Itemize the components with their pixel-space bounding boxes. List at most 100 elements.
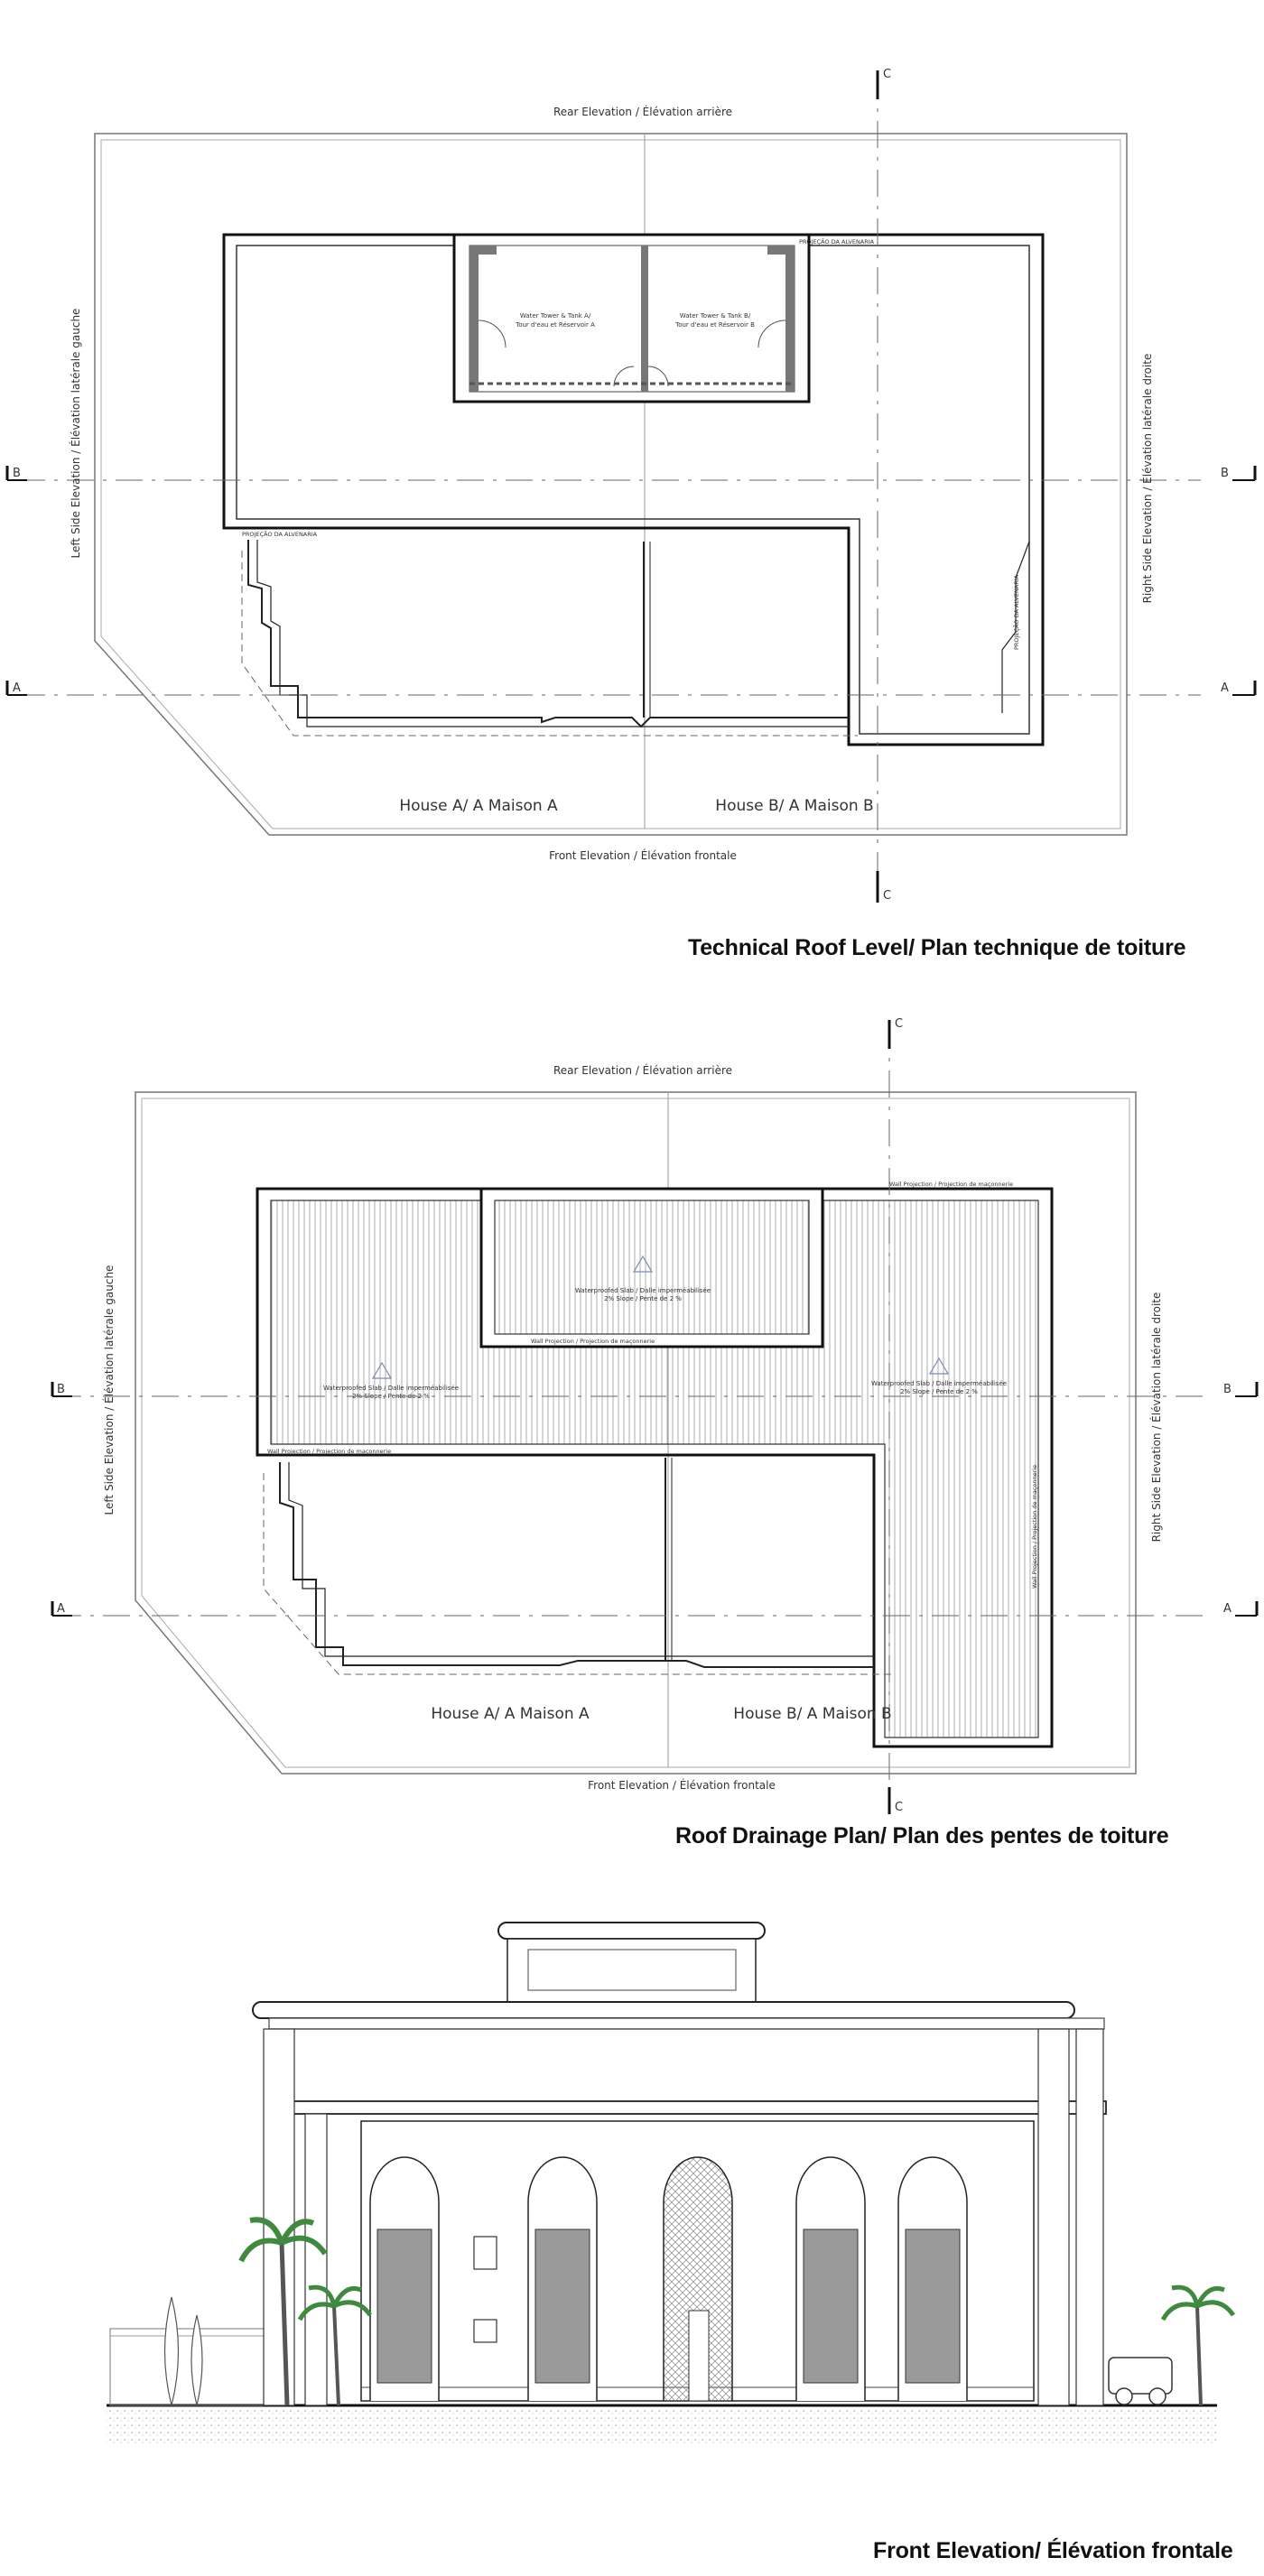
technical-roof-plan: Water Tower & Tank A/ Tour d'eau et Rése… bbox=[0, 0, 1264, 975]
site-boundary bbox=[94, 133, 1128, 836]
house-outline-inner bbox=[288, 1462, 874, 1657]
ground bbox=[107, 2405, 1217, 2446]
plan-title: Roof Drainage Plan/ Plan des pentes de t… bbox=[675, 1823, 1169, 1849]
section-marker-c-bottom: C bbox=[888, 1787, 903, 1814]
left-elevation-label: Left Side Elevation / Élévation latérale… bbox=[102, 1265, 116, 1515]
tank-a-label: Water Tower & Tank A/ bbox=[520, 312, 591, 320]
section-marker-c-top: C bbox=[876, 68, 891, 99]
plan-title: Technical Roof Level/ Plan technique de … bbox=[688, 935, 1186, 960]
roof-slab-hatch bbox=[271, 1200, 1038, 1737]
column-left bbox=[263, 2028, 295, 2406]
svg-text:A: A bbox=[57, 1602, 65, 1616]
arched-window bbox=[795, 2156, 866, 2401]
wall-projection-label: Wall Projection / Projection de maçonner… bbox=[267, 1448, 391, 1455]
tank-wall-right bbox=[785, 246, 795, 392]
cypress-tree bbox=[163, 2296, 203, 2406]
water-tower-box bbox=[452, 233, 811, 403]
elevation-title: Front Elevation/ Élévation frontale bbox=[873, 2538, 1233, 2563]
site-boundary-inner bbox=[100, 139, 1121, 829]
house-outline-inner bbox=[256, 540, 849, 727]
column bbox=[1037, 2028, 1070, 2406]
wall-projection-label: Wall Projection / Projection de maçonner… bbox=[889, 1181, 1013, 1188]
arched-window bbox=[897, 2156, 968, 2401]
car bbox=[1108, 2357, 1173, 2405]
section-marker-b-right: B bbox=[1221, 466, 1257, 481]
svg-text:B: B bbox=[57, 1383, 65, 1396]
slope-marker bbox=[371, 1361, 393, 1379]
front-elevation-label: Front Elevation / Élévation frontale bbox=[549, 848, 737, 862]
house-a-label: House A/ A Maison A bbox=[399, 797, 558, 815]
water-tower-elev bbox=[507, 1938, 757, 2003]
section-marker-b-left: B bbox=[51, 1382, 72, 1397]
slab-slope-label: 2% Slope / Pente de 2 % bbox=[604, 1295, 682, 1302]
roof-parapet bbox=[236, 245, 1030, 735]
svg-text:C: C bbox=[895, 1801, 903, 1814]
small-window bbox=[473, 2319, 497, 2343]
tank-wall-corner bbox=[479, 246, 497, 255]
svg-text:C: C bbox=[883, 889, 891, 903]
section-marker-b-right: B bbox=[1223, 1382, 1259, 1397]
cornice-band bbox=[268, 2017, 1105, 2030]
left-elevation-label: Left Side Elevation / Élévation latérale… bbox=[69, 309, 82, 559]
roof-drainage-plan: Waterproofed Slab / Dalle imperméabilisé… bbox=[0, 1011, 1264, 1913]
main-cornice bbox=[252, 2001, 1075, 2019]
svg-text:A: A bbox=[1221, 681, 1229, 695]
house-outline bbox=[279, 1462, 874, 1668]
tank-b-label: Tour d'eau et Réservoir B bbox=[674, 321, 755, 329]
section-marker-a-left: A bbox=[5, 681, 27, 696]
slab-label: Waterproofed Slab / Dalle imperméabilisé… bbox=[575, 1287, 711, 1294]
house-b-label: House B/ A Maison B bbox=[715, 797, 873, 815]
slab-slope-label: 2% Slope / Pente de 2 % bbox=[900, 1388, 978, 1395]
palm-tree bbox=[297, 2284, 373, 2406]
palm-tree bbox=[238, 2217, 328, 2406]
tank-a-label: Tour d'eau et Réservoir A bbox=[515, 321, 595, 329]
section-marker-c-bottom: C bbox=[876, 871, 891, 903]
svg-text:A: A bbox=[1223, 1602, 1231, 1616]
door-swing bbox=[478, 320, 507, 348]
slab-label: Waterproofed Slab / Dalle imperméabilisé… bbox=[871, 1380, 1007, 1387]
roof-parapet bbox=[270, 1200, 1039, 1738]
slab-label: Waterproofed Slab / Dalle imperméabilisé… bbox=[323, 1385, 459, 1392]
front-elevation: Front Elevation/ Élévation frontale bbox=[0, 1895, 1264, 2576]
wall-projection-label: Wall Projection / Projection de maçonner… bbox=[531, 1338, 655, 1345]
rear-elevation-label: Rear Elevation / Élévation arrière bbox=[553, 1063, 732, 1077]
house-b-label: House B/ A Maison B bbox=[733, 1705, 891, 1723]
section-marker-a-right: A bbox=[1221, 681, 1257, 696]
side-step-outline bbox=[1001, 541, 1030, 713]
right-elevation-label: Right Side Elevation / Élévation latéral… bbox=[1140, 354, 1154, 604]
tank-wall-middle bbox=[641, 246, 648, 392]
roof-outline bbox=[222, 233, 1045, 746]
section-marker-a-right: A bbox=[1223, 1601, 1259, 1617]
tank-wall-left bbox=[469, 246, 479, 392]
tank-b-label: Water Tower & Tank B/ bbox=[680, 312, 751, 320]
roof-outline bbox=[256, 1187, 1054, 1748]
rear-elevation-label: Rear Elevation / Élévation arrière bbox=[553, 105, 732, 118]
svg-text:B: B bbox=[1223, 1383, 1231, 1396]
raised-slab-hatch bbox=[494, 1200, 810, 1335]
arched-window bbox=[369, 2156, 440, 2401]
small-window bbox=[473, 2236, 497, 2270]
wall-projection-label: Wall Projection / Projection de maçonner… bbox=[1031, 1465, 1038, 1589]
technical-roof-drawing: Water Tower & Tank A/ Tour d'eau et Rése… bbox=[5, 68, 1257, 903]
column bbox=[304, 2113, 328, 2406]
door-swing bbox=[647, 366, 669, 387]
svg-text:C: C bbox=[895, 1017, 903, 1031]
site-boundary bbox=[135, 1091, 1137, 1774]
upper-wall bbox=[270, 2028, 1098, 2102]
masonry-projection-label: PROJEÇÃO DA ALVENARIA bbox=[1012, 574, 1020, 650]
tower-vent-frame bbox=[527, 1949, 737, 1991]
door-swing bbox=[757, 320, 786, 348]
slope-marker bbox=[928, 1357, 950, 1375]
roof-drainage-drawing: Waterproofed Slab / Dalle imperméabilisé… bbox=[51, 1017, 1259, 1814]
ground-floor-dashed bbox=[263, 1473, 894, 1675]
lower-cornice bbox=[274, 2100, 1107, 2115]
house-outline bbox=[247, 540, 849, 728]
svg-text:C: C bbox=[883, 68, 891, 81]
masonry-projection-label: PROJEÇÃO DA ALVENARIA bbox=[242, 530, 318, 538]
front-elevation-label: Front Elevation / Élévation frontale bbox=[588, 1778, 776, 1792]
arched-doorway bbox=[663, 2156, 733, 2402]
section-marker-a-left: A bbox=[51, 1601, 72, 1617]
house-a-label: House A/ A Maison A bbox=[431, 1705, 590, 1723]
section-marker-b-left: B bbox=[5, 466, 27, 481]
palm-tree bbox=[1160, 2284, 1236, 2406]
